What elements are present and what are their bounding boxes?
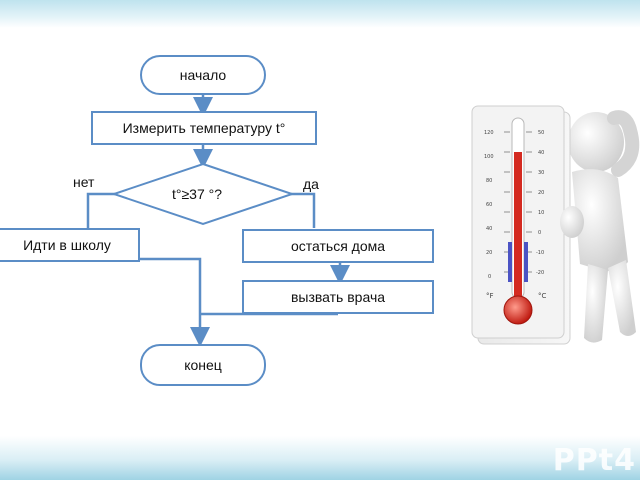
bottom-decorative-band <box>0 436 640 480</box>
end-terminal: конец <box>140 344 266 386</box>
stay-home-process: остаться дома <box>242 229 434 263</box>
thermometer-illustration: 120 100 80 60 40 20 0 50 40 30 20 10 0 -… <box>471 105 640 345</box>
scale-right-2: 30 <box>538 170 544 176</box>
start-terminal: начало <box>140 55 266 95</box>
unit-celsius: °C <box>538 292 547 300</box>
thermometer-mercury <box>514 152 522 302</box>
measure-label: Измерить температуру t° <box>122 120 286 136</box>
scale-left-5: 20 <box>486 250 492 256</box>
connector-yes-branch <box>290 192 316 228</box>
unit-fahrenheit: °F <box>486 292 494 300</box>
branch-yes-label: да <box>303 176 319 192</box>
figure-person <box>568 110 640 343</box>
scale-right-6: -10 <box>536 250 544 256</box>
start-label: начало <box>179 67 227 83</box>
thermometer-bulb <box>503 295 533 325</box>
end-label: конец <box>184 357 222 373</box>
condition-label: t°≥37 °? <box>172 186 223 202</box>
scale-left-0: 120 <box>484 130 494 136</box>
scale-left-6: 0 <box>488 274 491 280</box>
scale-right-1: 40 <box>538 150 544 156</box>
go-school-process: Идти в школу <box>0 228 140 262</box>
scale-right-4: 10 <box>538 210 544 216</box>
scale-left-2: 80 <box>486 178 492 184</box>
scale-right-5: 0 <box>538 230 541 236</box>
measure-process: Измерить температуру t° <box>91 111 317 145</box>
call-doctor-process: вызвать врача <box>242 280 434 314</box>
go-school-label: Идти в школу <box>23 237 111 253</box>
watermark-logo: PPt4 <box>552 443 636 478</box>
scale-right-3: 20 <box>538 190 544 196</box>
scale-right-7: -20 <box>536 270 544 276</box>
scale-left-4: 40 <box>486 226 492 232</box>
scale-left-3: 60 <box>486 202 492 208</box>
scale-left-1: 100 <box>484 154 494 160</box>
connector-school-merge <box>60 257 202 314</box>
stay-home-label: остаться дома <box>290 238 386 254</box>
connector-no-branch <box>86 192 116 228</box>
call-doctor-label: вызвать врача <box>290 289 386 305</box>
branch-no-label: нет <box>73 174 95 190</box>
scale-right-0: 50 <box>538 130 544 136</box>
top-decorative-band <box>0 0 640 28</box>
figure-hand <box>560 206 584 238</box>
condition-diamond <box>110 162 296 226</box>
